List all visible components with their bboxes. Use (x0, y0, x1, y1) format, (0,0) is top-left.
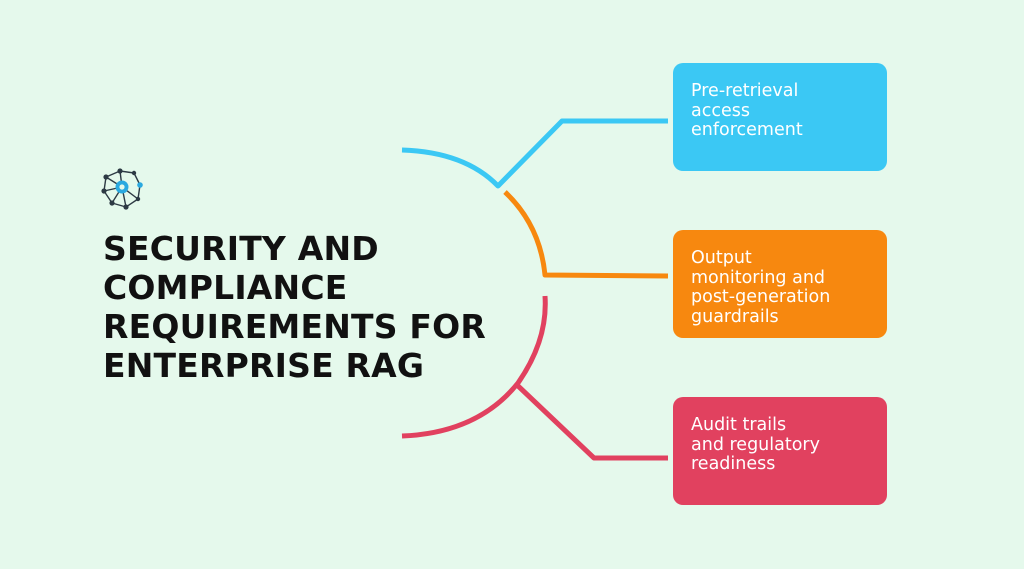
branch-text-line: readiness (691, 454, 776, 474)
connector-2 (503, 190, 669, 279)
branch-text-line: Audit trails (691, 415, 787, 435)
branch-text-line: Output (691, 248, 752, 268)
network-node-logo-icon (101, 168, 143, 210)
branch-box-pre-retrieval: Pre-retrieval access enforcement (673, 63, 887, 171)
connector-1 (401, 118, 668, 189)
connector-3-branch (514, 382, 668, 461)
branch-box-output-monitoring: Output monitoring and post-generation gu… (673, 230, 887, 338)
branch-text-line: and regulatory (691, 434, 820, 455)
title-line: COMPLIANCE (103, 268, 348, 307)
title-line: SECURITY AND (103, 229, 379, 268)
branch-text-line: access (691, 100, 750, 121)
branch-text-line: post-generation (691, 287, 831, 307)
branch-text-line: guardrails (691, 306, 779, 327)
branch-text-line: Pre-retrieval (691, 81, 799, 101)
branch-box-audit-trails: Audit trails and regulatory readiness (673, 397, 887, 505)
branch-text-line: enforcement (691, 120, 803, 140)
title-line: ENTERPRISE RAG (103, 346, 425, 385)
diagram-title: SECURITY AND COMPLIANCE REQUIREMENTS FOR… (103, 229, 523, 385)
title-line: REQUIREMENTS FOR (103, 307, 487, 346)
branch-text-line: monitoring and (691, 267, 826, 288)
